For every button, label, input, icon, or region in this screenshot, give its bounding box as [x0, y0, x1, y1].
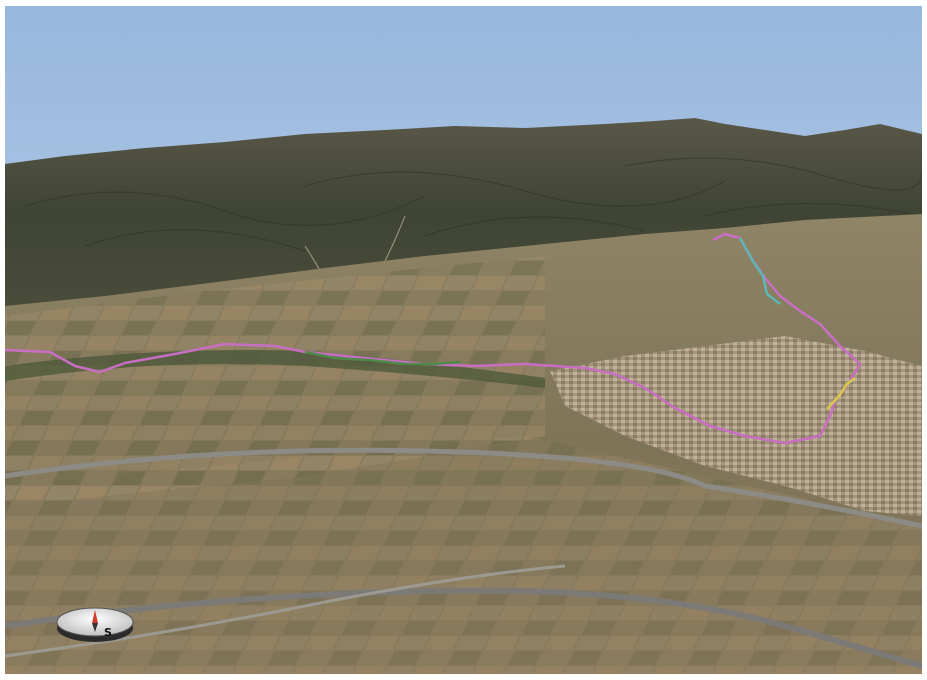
- green-route: [304, 350, 461, 366]
- mountain-ridges: [24, 157, 922, 252]
- compass-icon: [92, 610, 98, 632]
- yellow-route: [826, 377, 856, 410]
- route-overlays: [5, 232, 862, 445]
- cyan-route: [738, 237, 781, 305]
- town-area: [550, 336, 922, 516]
- field-parcels: [5, 256, 545, 506]
- pink-route: [5, 232, 862, 445]
- compass-heading-label: S: [104, 626, 112, 639]
- compass-widget[interactable]: S: [56, 607, 134, 642]
- roads: [5, 447, 922, 669]
- map-3d-viewport[interactable]: S: [5, 6, 922, 674]
- field-parcels-foreground: [5, 436, 922, 674]
